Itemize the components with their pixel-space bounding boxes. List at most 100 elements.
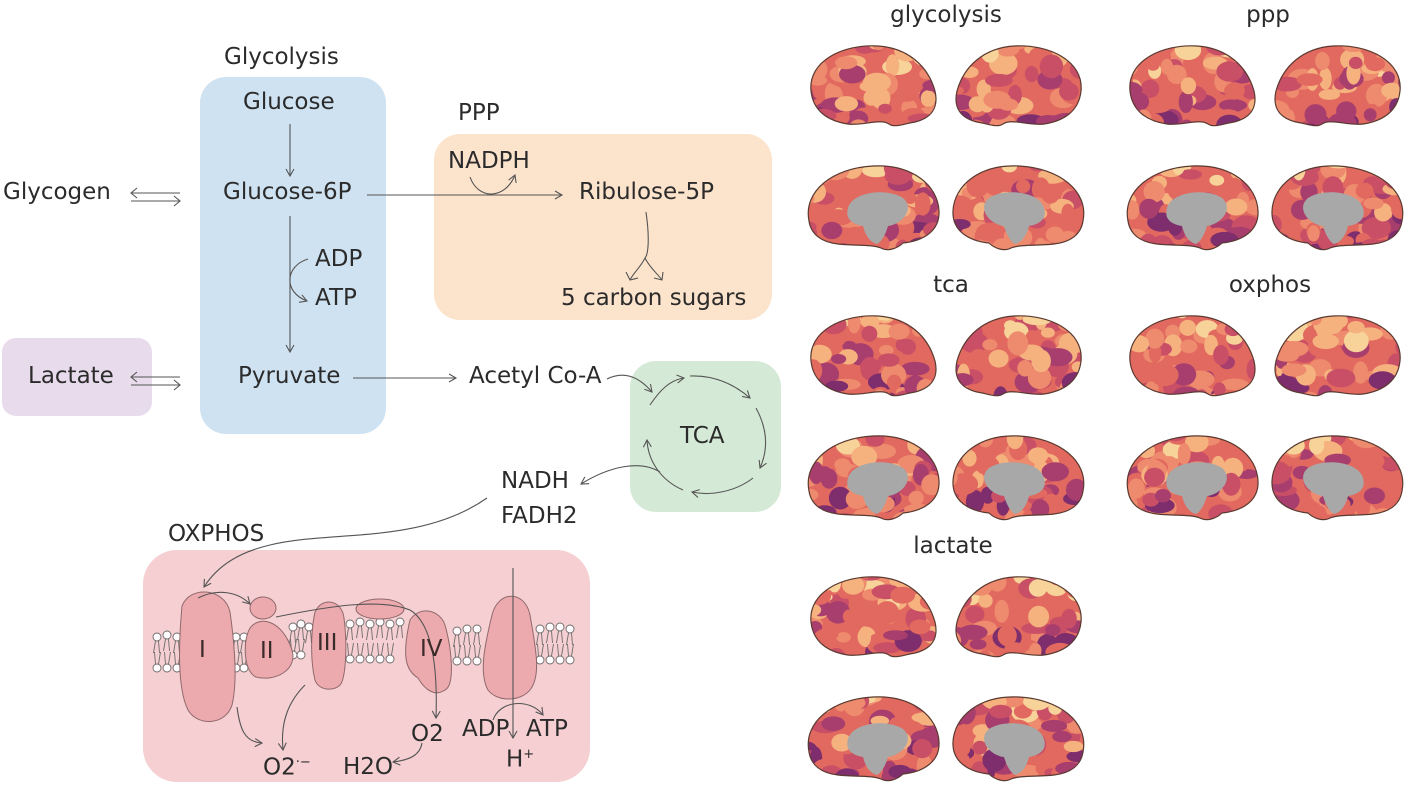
parcel xyxy=(819,388,835,396)
parcel xyxy=(833,243,849,250)
arrow-nadh-complexI xyxy=(203,497,488,588)
arrow-nadph xyxy=(469,173,517,195)
parcel xyxy=(962,119,987,126)
parcel xyxy=(1274,45,1295,58)
medial-surface xyxy=(952,414,1085,521)
parcel xyxy=(892,511,922,520)
parcel xyxy=(1326,417,1350,428)
parcel xyxy=(1392,515,1403,520)
parcel xyxy=(1243,382,1256,396)
brain-map-title-ppp: ppp xyxy=(1246,2,1290,28)
parcel xyxy=(1007,331,1029,356)
lateral-surface xyxy=(1274,299,1403,421)
parcel xyxy=(865,435,885,447)
lateral-surface xyxy=(802,576,937,686)
parcel xyxy=(815,696,838,702)
brain-panel-lactate xyxy=(802,576,1085,782)
parcel xyxy=(1383,167,1403,189)
parcel xyxy=(1073,246,1084,250)
parcel xyxy=(831,354,847,364)
parcel xyxy=(1139,198,1159,219)
parcel xyxy=(1140,124,1156,126)
parcel xyxy=(1178,169,1202,180)
parcel xyxy=(837,243,851,250)
parcel xyxy=(923,165,940,170)
parcel xyxy=(842,609,856,624)
medial-wall xyxy=(847,192,908,244)
parcel xyxy=(1295,395,1322,396)
parcel xyxy=(1013,414,1039,429)
parcel xyxy=(1271,514,1278,520)
parcel xyxy=(952,195,971,210)
parcel xyxy=(1274,299,1300,314)
parcel xyxy=(1185,424,1200,436)
parcel xyxy=(1171,363,1197,386)
parcel xyxy=(1149,315,1169,319)
parcel xyxy=(1016,435,1041,438)
parcel xyxy=(1128,478,1145,499)
parcel xyxy=(955,315,968,337)
parcel xyxy=(808,435,829,443)
parcel xyxy=(1346,141,1361,151)
parcel xyxy=(1028,605,1050,628)
parcel xyxy=(989,663,1014,682)
parcel xyxy=(802,667,830,686)
parcel xyxy=(918,408,942,425)
parcel xyxy=(1045,576,1073,583)
parcel xyxy=(955,55,968,73)
parcel xyxy=(1126,154,1143,164)
parcel xyxy=(1363,197,1384,210)
parcel xyxy=(1374,400,1393,421)
parcel xyxy=(1271,461,1291,485)
parcel xyxy=(952,696,965,713)
parcel xyxy=(813,165,827,174)
parcel xyxy=(1013,244,1039,250)
parcel xyxy=(1271,435,1287,441)
parcel xyxy=(1029,642,1042,657)
medial-wall xyxy=(984,192,1045,244)
parcel xyxy=(810,108,837,123)
parcel xyxy=(1129,49,1134,65)
parcel xyxy=(1163,435,1189,439)
parcel xyxy=(857,138,884,156)
parcel xyxy=(853,45,876,54)
parcel xyxy=(1230,45,1248,55)
parcel xyxy=(858,626,872,647)
parcel xyxy=(1160,58,1173,75)
parcel xyxy=(926,315,937,317)
parcel xyxy=(965,605,985,623)
ppp-title: PPP xyxy=(458,100,500,126)
parcel xyxy=(1141,101,1171,114)
parcel xyxy=(993,386,1008,396)
parcel xyxy=(1222,409,1239,420)
proton-charge: + xyxy=(523,747,535,762)
parcel xyxy=(1336,101,1357,121)
medial-wall xyxy=(1166,462,1227,514)
parcel xyxy=(1249,117,1256,126)
parcel xyxy=(838,404,854,423)
parcel xyxy=(893,135,911,150)
parcel xyxy=(1080,356,1082,379)
complex-II-label: II xyxy=(260,638,274,664)
parcel xyxy=(870,410,898,428)
parcel xyxy=(1390,401,1403,414)
parcel xyxy=(1129,395,1153,396)
parcel xyxy=(1269,135,1286,155)
parcel xyxy=(1348,56,1363,69)
parcel xyxy=(1309,435,1325,455)
lactate-label: Lactate xyxy=(28,363,114,389)
parcel xyxy=(1382,392,1401,396)
parcel xyxy=(821,221,843,240)
parcel xyxy=(1275,138,1291,148)
parcel xyxy=(831,733,853,752)
parcel xyxy=(813,505,837,520)
parcel xyxy=(1034,237,1047,250)
parcel xyxy=(808,699,821,717)
brain-map-title-tca: tca xyxy=(933,272,969,298)
parcel xyxy=(834,458,851,472)
brain-outline xyxy=(1126,165,1259,251)
tca-box xyxy=(630,361,781,512)
parcel xyxy=(1028,579,1047,597)
parcel xyxy=(873,151,900,164)
parcel xyxy=(1351,409,1367,427)
